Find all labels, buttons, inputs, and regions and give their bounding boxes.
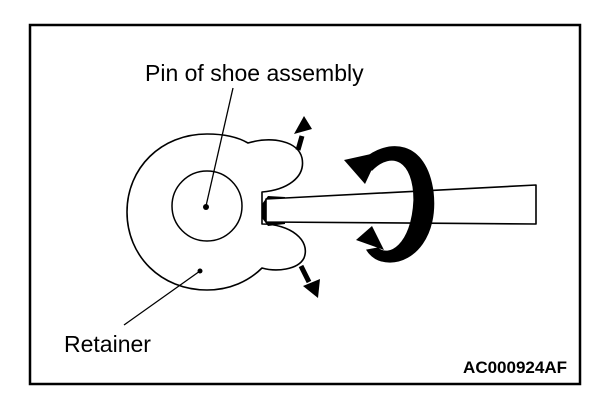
pin-center-dot (203, 204, 209, 210)
retainer-leader-line (123, 270, 201, 326)
retainer-leader-dot (197, 268, 203, 274)
screwdriver-shaft (265, 184, 537, 225)
pin-leader-line (205, 87, 234, 207)
spread-arrow-up-icon (294, 116, 312, 151)
spread-arrow-down-icon (298, 264, 320, 298)
rotation-arrow-icon (344, 146, 435, 263)
pin-label: Pin of shoe assembly (145, 60, 364, 86)
retainer-label: Retainer (64, 331, 151, 357)
diagram-frame (28, 23, 582, 386)
figure-code: AC000924AF (463, 358, 567, 377)
